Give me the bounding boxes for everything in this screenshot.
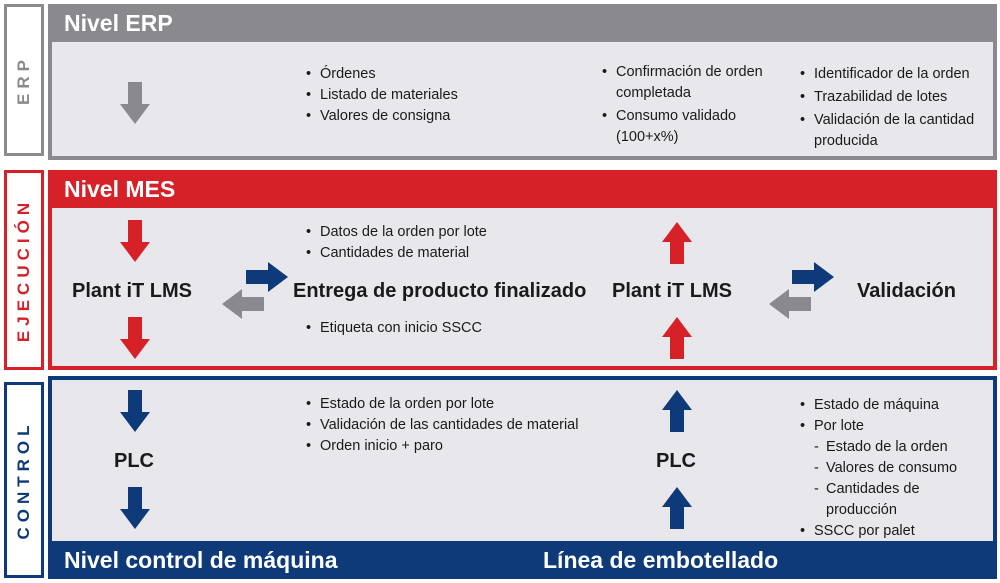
control-left-bottom-down-arrow xyxy=(120,487,150,529)
control-side-label: CONTROL xyxy=(4,382,44,578)
list-item: Validación de la cantidad producida xyxy=(800,110,996,152)
mes-right-top-up-arrow xyxy=(662,222,692,264)
control-side-text: CONTROL xyxy=(14,420,33,540)
control-list-machine-state: Estado de máquina Por lote Estado de la … xyxy=(800,395,970,542)
erp-header: Nivel ERP xyxy=(48,4,997,42)
list-item: Validación de las cantidades de material xyxy=(306,415,626,436)
list-item: Cantidades de material xyxy=(306,243,566,264)
list-item: Valores de consigna xyxy=(306,106,566,127)
control-footer-left: Nivel control de máquina xyxy=(64,546,338,573)
list-item: Orden inicio + paro xyxy=(306,436,626,457)
control-list-order-state: Estado de la orden por lote Validación d… xyxy=(306,394,626,457)
list-item: Datos de la orden por lote xyxy=(306,222,566,243)
list-item: Etiqueta con inicio SSCC xyxy=(306,318,566,339)
list-item: Órdenes xyxy=(306,64,566,85)
mes-left-bottom-down-arrow xyxy=(120,317,150,359)
erp-list-confirmation: Confirmación de orden completada Consumo… xyxy=(602,62,767,148)
erp-down-arrow xyxy=(120,82,150,124)
mes-header-title: Nivel MES xyxy=(64,175,176,202)
mes-center-title: Entrega de producto finalizado xyxy=(293,280,587,302)
control-footer: Nivel control de máquina xyxy=(48,541,997,579)
mes-right-arrow-blue-2 xyxy=(792,262,834,292)
control-right-plc: PLC xyxy=(656,450,696,472)
erp-list-traceability: Identificador de la orden Trazabilidad d… xyxy=(800,64,996,152)
control-right-bottom-up-arrow xyxy=(662,487,692,529)
list-item: Estado de la orden xyxy=(800,437,970,458)
control-right-top-up-arrow xyxy=(662,390,692,432)
mes-left-arrow-gray-2 xyxy=(769,289,811,319)
list-item: Trazabilidad de lotes xyxy=(800,87,996,108)
list-item: Por lote xyxy=(800,416,970,437)
mes-header: Nivel MES xyxy=(48,170,997,208)
mes-right-bottom-up-arrow xyxy=(662,317,692,359)
list-item: Confirmación de orden completada xyxy=(602,62,767,104)
mes-right-system: Plant iT LMS xyxy=(612,280,732,302)
list-item: Estado de máquina xyxy=(800,395,970,416)
mes-validation: Validación xyxy=(857,280,956,302)
list-item: Valores de consumo xyxy=(800,458,970,479)
mes-list-order-data: Datos de la orden por lote Cantidades de… xyxy=(306,222,566,264)
mes-right-arrow-blue-1 xyxy=(246,262,288,292)
control-left-plc: PLC xyxy=(114,450,154,472)
control-footer-right: Línea de embotellado xyxy=(543,547,779,573)
mes-left-top-down-arrow xyxy=(120,220,150,262)
list-item: Consumo validado (100+x%) xyxy=(602,106,767,148)
erp-header-title: Nivel ERP xyxy=(64,9,173,36)
list-item: SSCC por palet xyxy=(800,521,970,542)
erp-list-orders: Órdenes Listado de materiales Valores de… xyxy=(306,64,566,127)
list-item: Identificador de la orden xyxy=(800,64,996,85)
list-item: Listado de materiales xyxy=(306,85,566,106)
mes-side-text: EJECUCIÓN xyxy=(14,197,33,343)
mes-side-label: EJECUCIÓN xyxy=(4,170,44,370)
list-item: Estado de la orden por lote xyxy=(306,394,626,415)
erp-side-text: ERP xyxy=(14,55,33,105)
mes-left-system: Plant iT LMS xyxy=(72,280,192,302)
mes-left-arrow-gray-1 xyxy=(222,289,264,319)
mes-list-label: Etiqueta con inicio SSCC xyxy=(306,318,566,339)
control-left-top-down-arrow xyxy=(120,390,150,432)
list-item: Cantidades de producción xyxy=(800,479,970,521)
erp-side-label: ERP xyxy=(4,4,44,156)
